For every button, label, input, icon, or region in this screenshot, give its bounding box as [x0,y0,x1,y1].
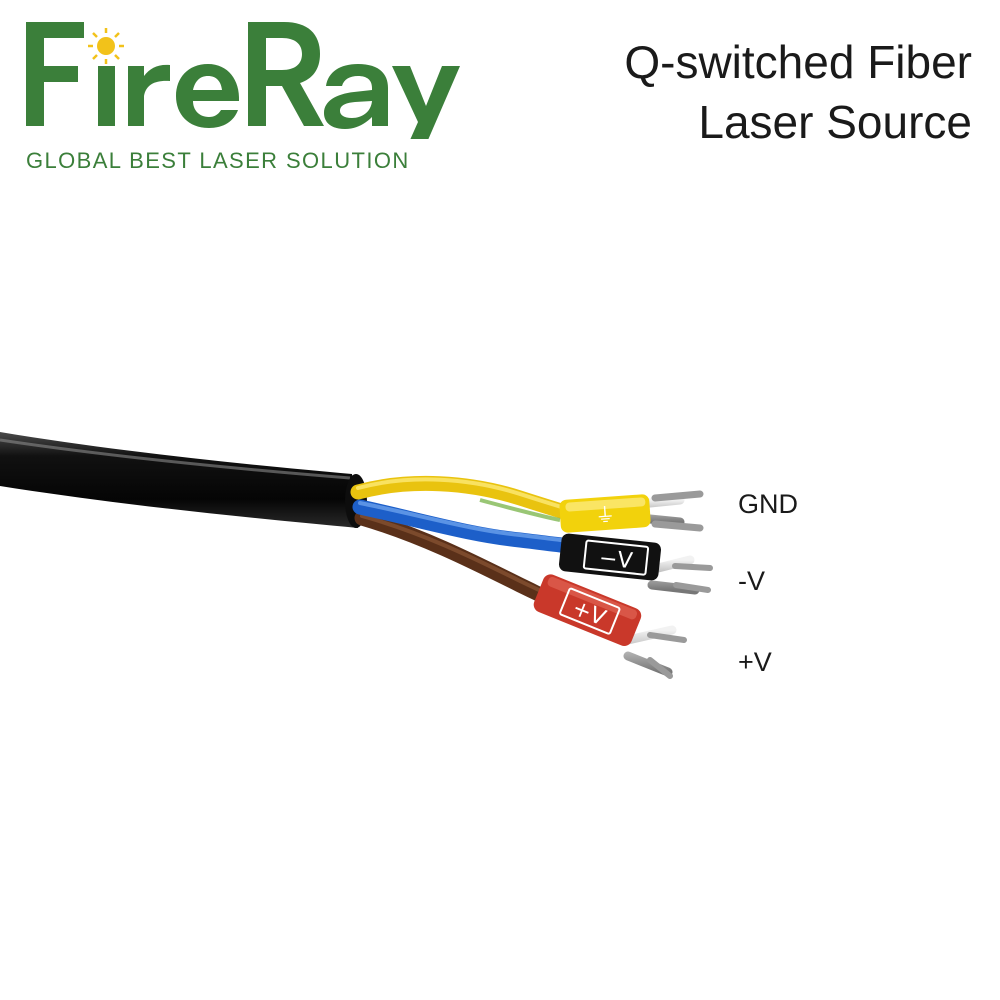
label-negative-voltage: -V [738,566,765,596]
wire-ground [350,475,576,522]
cable-jacket [0,432,367,528]
label-gnd: GND [738,489,798,519]
product-headline: Q-switched Fiber Laser Source [624,32,972,152]
headline-line-1: Q-switched Fiber [624,36,972,88]
brand-block: GLOBAL BEST LASER SOLUTION [22,14,462,173]
terminal-positive: +V [533,574,687,679]
brand-logo [26,22,460,139]
headline-line-2: Laser Source [698,96,972,148]
svg-text:⏚: ⏚ [594,502,616,527]
terminal-ground: ⏚ [559,490,704,533]
wire-negative [352,499,578,554]
brand-tagline: GLOBAL BEST LASER SOLUTION [26,148,410,173]
svg-text:−V: −V [598,546,634,574]
label-positive-voltage: +V [738,647,772,677]
terminal-negative: −V [558,533,713,595]
